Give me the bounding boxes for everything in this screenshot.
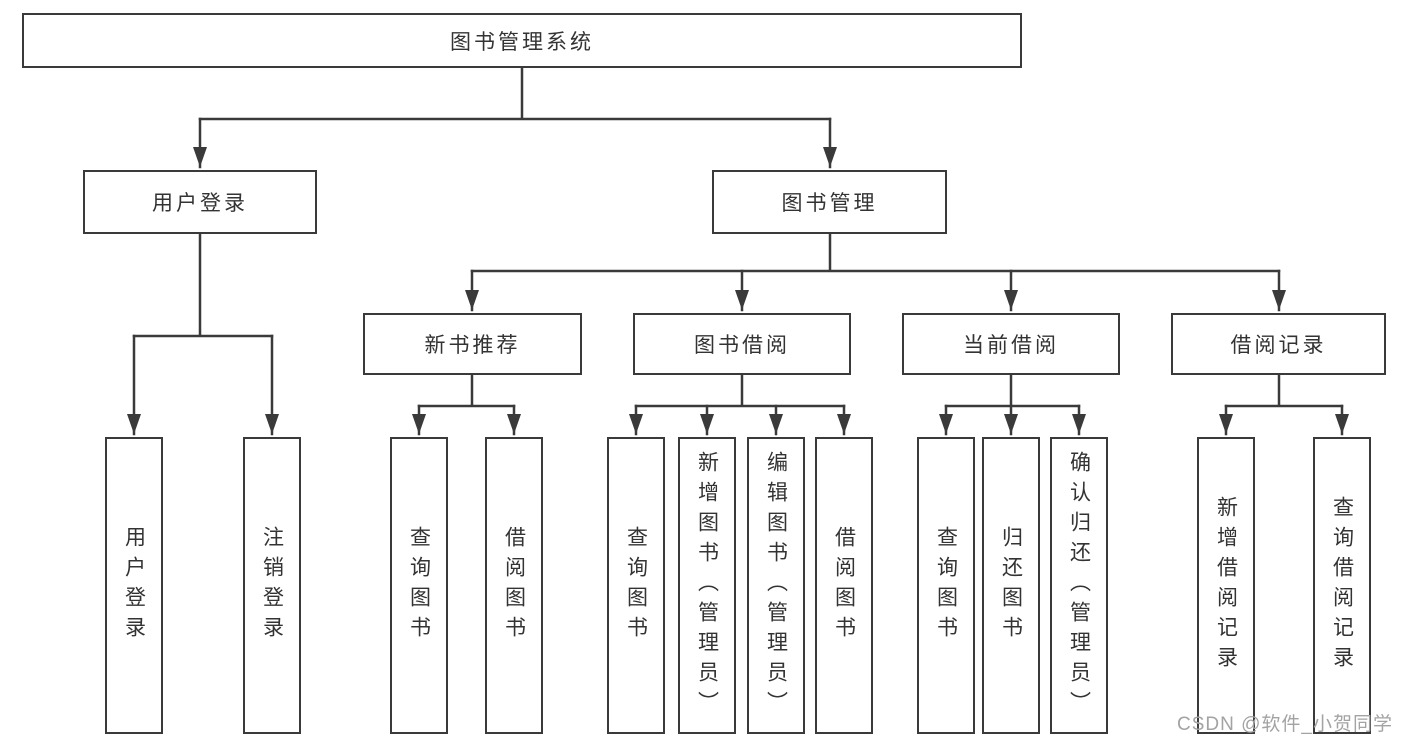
node-book-management: 图书管理 (712, 170, 947, 234)
leaf-records-add-record: 新增借阅记录 (1197, 437, 1255, 734)
leaf-recommend-borrow-books: 借阅图书 (485, 437, 543, 734)
connector-root-split (198, 66, 832, 121)
leaf-recommend-query-books: 查询图书 (390, 437, 448, 734)
leaf-borrowing-add-books-admin: 新增图书（管理员） (678, 437, 736, 734)
leaf-user-login: 用户登录 (105, 437, 163, 734)
connector-records-split (1224, 373, 1344, 408)
node-library-system: 图书管理系统 (22, 13, 1022, 68)
leaf-current-confirm-return-admin: 确认归还（管理员） (1050, 437, 1108, 734)
node-user-login: 用户登录 (83, 170, 317, 234)
connector-book-management-split (470, 232, 1281, 273)
leaf-current-query-books: 查询图书 (917, 437, 975, 734)
connector-user-login-split (132, 232, 274, 338)
connector-recommendation-split (417, 373, 516, 408)
connector-current-split (944, 373, 1081, 408)
leaf-current-return-books: 归还图书 (982, 437, 1040, 734)
leaf-borrowing-edit-books-admin: 编辑图书（管理员） (747, 437, 805, 734)
leaf-records-query-record: 查询借阅记录 (1313, 437, 1371, 734)
leaf-borrowing-query-books: 查询图书 (607, 437, 665, 734)
connector-borrowing-split (634, 373, 846, 408)
leaf-borrowing-borrow-books: 借阅图书 (815, 437, 873, 734)
node-book-borrowing: 图书借阅 (633, 313, 851, 375)
node-borrowing-records: 借阅记录 (1171, 313, 1386, 375)
leaf-logout: 注销登录 (243, 437, 301, 734)
watermark: CSDN @软件_小贺同学 (1177, 714, 1393, 735)
node-new-book-recommendation: 新书推荐 (363, 313, 582, 375)
node-current-borrowing: 当前借阅 (902, 313, 1120, 375)
